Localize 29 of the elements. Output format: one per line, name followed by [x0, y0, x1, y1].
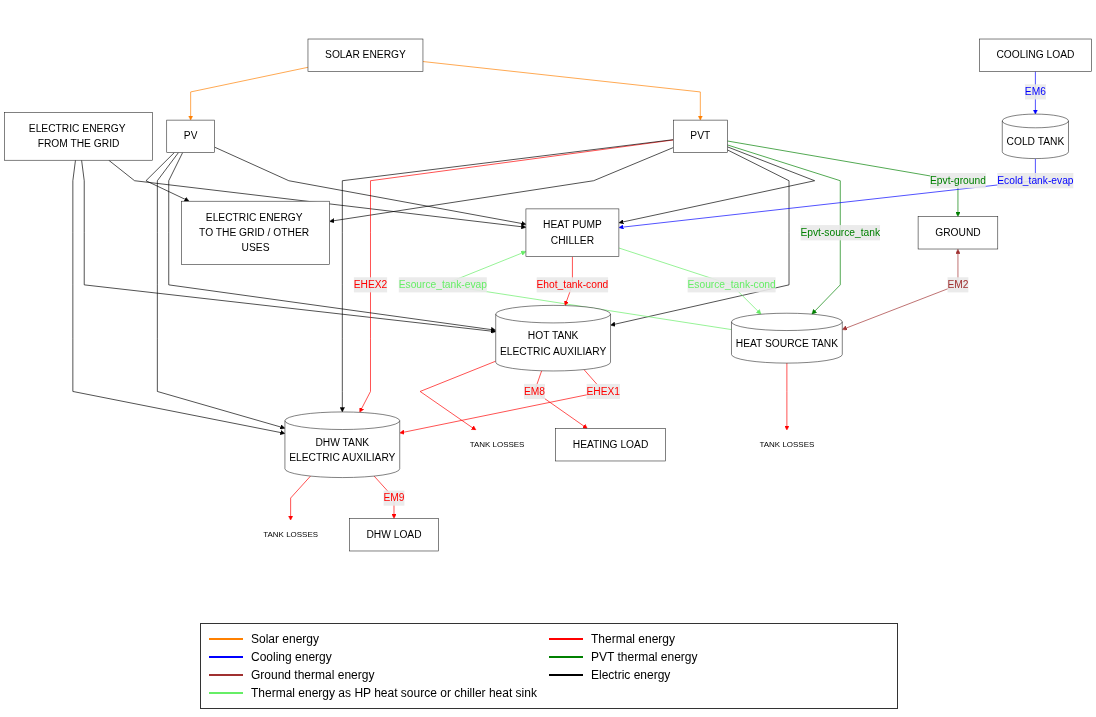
legend-label: Thermal energy as HP heat source or chiller heat sink	[251, 686, 537, 700]
node-box: PV	[166, 119, 215, 153]
node-box: PVT	[673, 119, 728, 153]
node-box: SOLAR ENERGY	[307, 38, 424, 72]
edge-label: EM6	[1024, 85, 1046, 98]
edge-label: EHEX2	[353, 278, 388, 291]
legend-label: Cooling energy	[251, 650, 332, 664]
edge-label: EM2	[947, 278, 969, 291]
node-box: DHW LOAD	[349, 518, 439, 552]
edge-label: EM8	[523, 385, 546, 397]
edge-label: Ecold_tank-evap	[997, 174, 1074, 187]
node-box: ELECTRIC ENERGY FROM THE GRID	[4, 112, 153, 161]
node-box: HEATING LOAD	[555, 428, 666, 462]
edge-label: Esource_tank-evap	[398, 278, 487, 291]
edge-label: Ehot_tank-cond	[536, 278, 609, 291]
node-box: ELECTRIC ENERGY TO THE GRID / OTHER USES	[181, 200, 330, 265]
node-box: HEAT PUMP CHILLER	[525, 208, 620, 257]
node-box: COOLING LOAD	[979, 38, 1092, 72]
edge-label: Epvt-ground	[930, 174, 986, 187]
edge-label: EHEX1	[586, 385, 621, 397]
legend-label: Solar energy	[251, 632, 320, 646]
edge-label: EM9	[383, 492, 405, 504]
legend-label: Ground thermal energy	[251, 668, 375, 682]
edge-label: Esource_tank-cond	[687, 278, 776, 291]
legend-label: Thermal energy	[591, 632, 676, 646]
legend-label: Electric energy	[591, 668, 671, 682]
edge-label: Epvt-source_tank	[800, 226, 881, 239]
node-box: GROUND	[917, 216, 999, 250]
legend-label: PVT thermal energy	[591, 650, 698, 664]
